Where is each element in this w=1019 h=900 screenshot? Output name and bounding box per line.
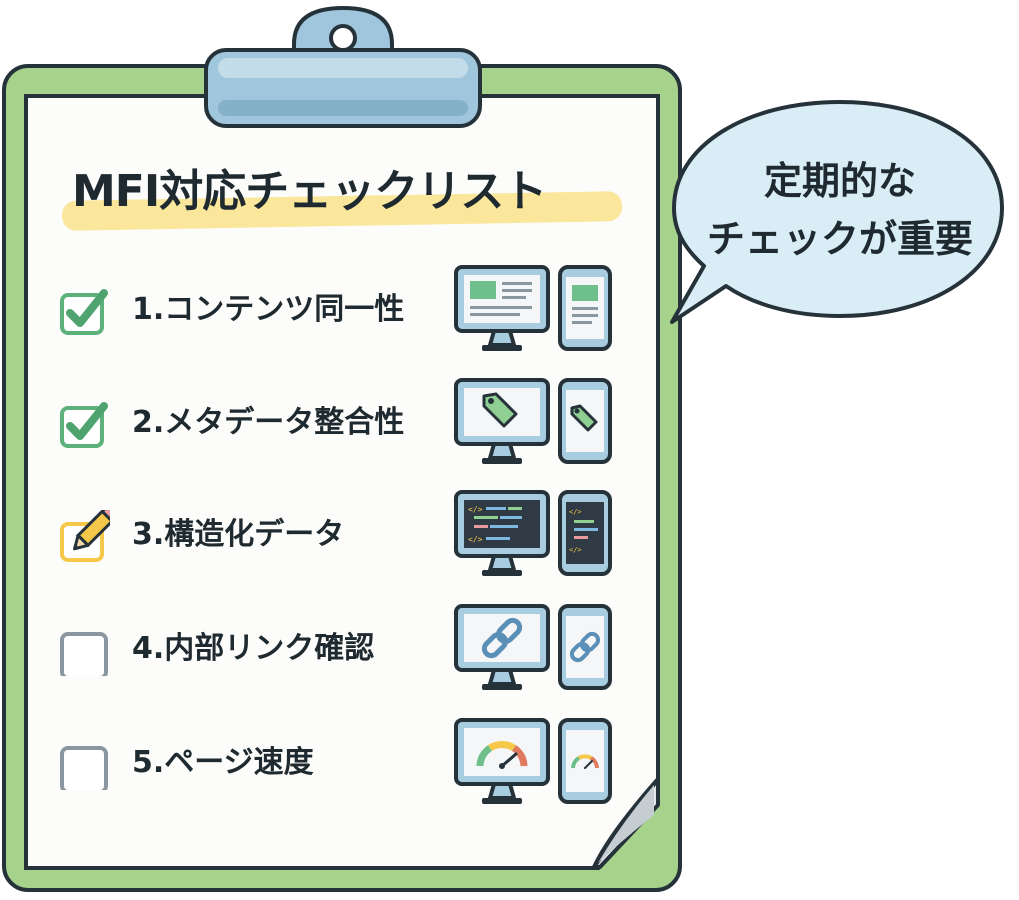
bubble-line-1: 定期的な [763,159,916,203]
bubble-text: 定期的な チェックが重要 [690,152,990,268]
svg-text:</>: </> [468,535,483,544]
monitor-link-icon [454,604,550,690]
svg-text:</>: </> [468,505,483,514]
phone-link-icon [558,604,612,690]
monitor-tag-icon [454,378,550,464]
item-label: 3.構造化データ [132,517,345,552]
svg-text:</>: </> [569,546,582,554]
page-title: MFI対応チェックリスト [72,166,547,217]
checked-checkbox-icon[interactable] [58,285,110,337]
monitor-code-icon: </> </> [454,490,550,576]
checklist-item-page-speed: 5.ページ速度 [0,718,660,808]
monitor-webpage-layout-icon [454,265,550,351]
checklist-item-internal-links: 4.内部リンク確認 [0,604,660,694]
item-label: 4.内部リンク確認 [132,631,375,666]
page-curl [592,777,660,869]
item-label: 5.ページ速度 [132,745,314,780]
item-label: 2.メタデータ整合性 [132,405,405,440]
phone-tag-icon [558,378,612,464]
checked-checkbox-icon[interactable] [58,398,110,450]
clipboard-clip [204,6,482,128]
checklist-item-metadata: 2.メタデータ整合性 [0,378,660,468]
empty-checkbox-icon[interactable] [58,624,110,676]
bubble-line-2: チェックが重要 [706,217,973,261]
phone-speedometer-icon [558,718,612,804]
speech-bubble [670,100,1004,324]
phone-code-icon: </> </> [558,490,612,576]
svg-text:</>: </> [569,508,582,516]
item-label: 1.コンテンツ同一性 [132,292,405,327]
empty-checkbox-icon[interactable] [58,738,110,790]
checklist-item-content-parity: 1.コンテンツ同一性 [0,265,660,355]
monitor-speedometer-icon [454,718,550,804]
phone-webpage-layout-icon [558,265,612,351]
pencil-checkbox-icon[interactable] [58,510,110,562]
checklist-item-structured-data: 3.構造化データ </> </> </> </> [0,490,660,580]
